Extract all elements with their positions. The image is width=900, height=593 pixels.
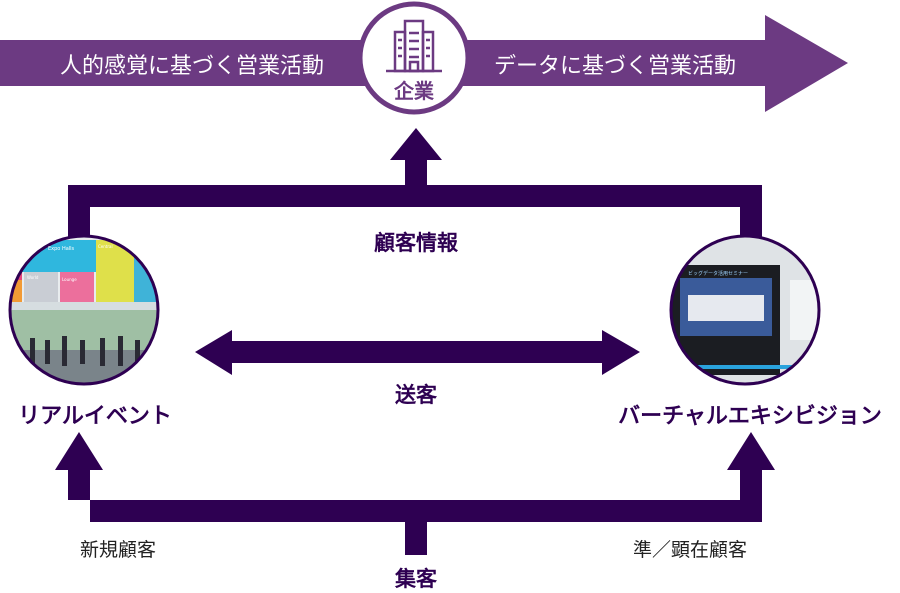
sign-expo-halls: Expo Halls bbox=[48, 246, 75, 252]
company-label: 企業 bbox=[393, 79, 435, 103]
real-event-label: リアルイベント bbox=[18, 404, 172, 429]
top-band-right-text: データに基づく営業活動 bbox=[494, 54, 736, 79]
sign-lounge: Lounge bbox=[62, 277, 77, 282]
attract-customers-arrow bbox=[55, 432, 775, 555]
sign-central: Central bbox=[98, 244, 113, 249]
customer-info-arrow bbox=[68, 128, 762, 240]
virtual-exhibition-photo: ビッグデータ活用セミナー bbox=[669, 234, 821, 386]
company-node: 企業 bbox=[357, 1, 471, 115]
office-building-icon bbox=[386, 19, 442, 73]
real-event-photo: Expo Halls Central World Lounge bbox=[8, 234, 160, 386]
send-customers-label: 送客 bbox=[395, 383, 438, 407]
semi-existing-customers-label: 準／顕在顧客 bbox=[633, 539, 747, 561]
top-band-left-text: 人的感覚に基づく営業活動 bbox=[60, 54, 324, 79]
send-customers-arrow bbox=[195, 330, 640, 375]
customer-info-label: 顧客情報 bbox=[374, 231, 459, 255]
screen-title: ビッグデータ活用セミナー bbox=[688, 270, 748, 277]
sign-world: World bbox=[27, 275, 39, 280]
new-customers-label: 新規顧客 bbox=[80, 539, 156, 561]
virtual-exhibition-label: バーチャルエキシビジョン bbox=[618, 404, 882, 429]
attract-customers-label: 集客 bbox=[394, 567, 438, 591]
